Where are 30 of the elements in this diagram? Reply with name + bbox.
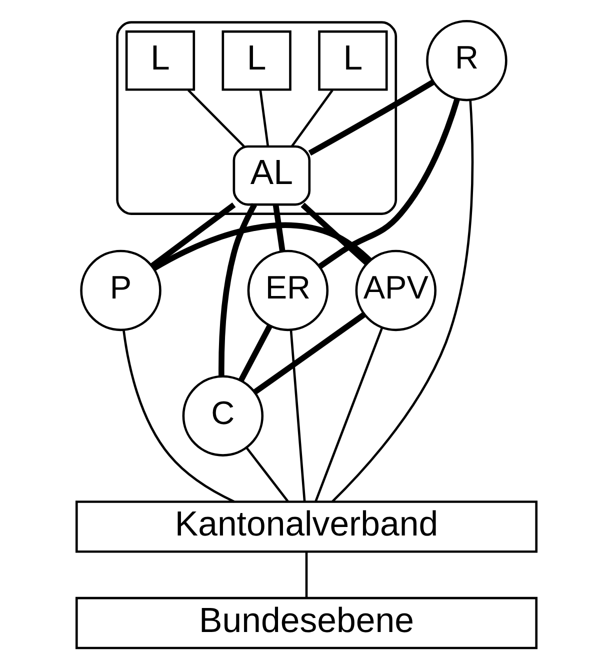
connector — [318, 98, 460, 269]
connector — [272, 204, 286, 252]
node-circle: ER — [247, 250, 329, 332]
connector — [305, 552, 308, 598]
connector — [253, 312, 366, 394]
connector — [314, 327, 384, 502]
connector — [300, 202, 369, 266]
node-box: L — [318, 30, 388, 91]
connector — [308, 80, 435, 156]
cluster — [116, 21, 398, 215]
node-box: Kantonalverband — [75, 500, 538, 553]
node-box: AL — [232, 145, 311, 206]
connector — [188, 89, 245, 148]
connector — [122, 330, 235, 503]
connector — [290, 89, 334, 148]
node-circle: P — [80, 250, 162, 332]
connector — [246, 447, 289, 502]
connector — [152, 222, 372, 271]
connector — [238, 324, 272, 382]
connector — [218, 203, 257, 376]
connector — [331, 100, 474, 503]
connector — [150, 202, 236, 268]
node-circle: C — [182, 375, 264, 456]
node-box: Bundesebene — [75, 596, 538, 650]
connector — [290, 330, 306, 502]
connector — [259, 90, 270, 146]
node-box: L — [125, 30, 196, 91]
node-circle: APV — [355, 250, 437, 332]
node-circle: R — [426, 20, 508, 102]
node-box: L — [222, 30, 292, 91]
